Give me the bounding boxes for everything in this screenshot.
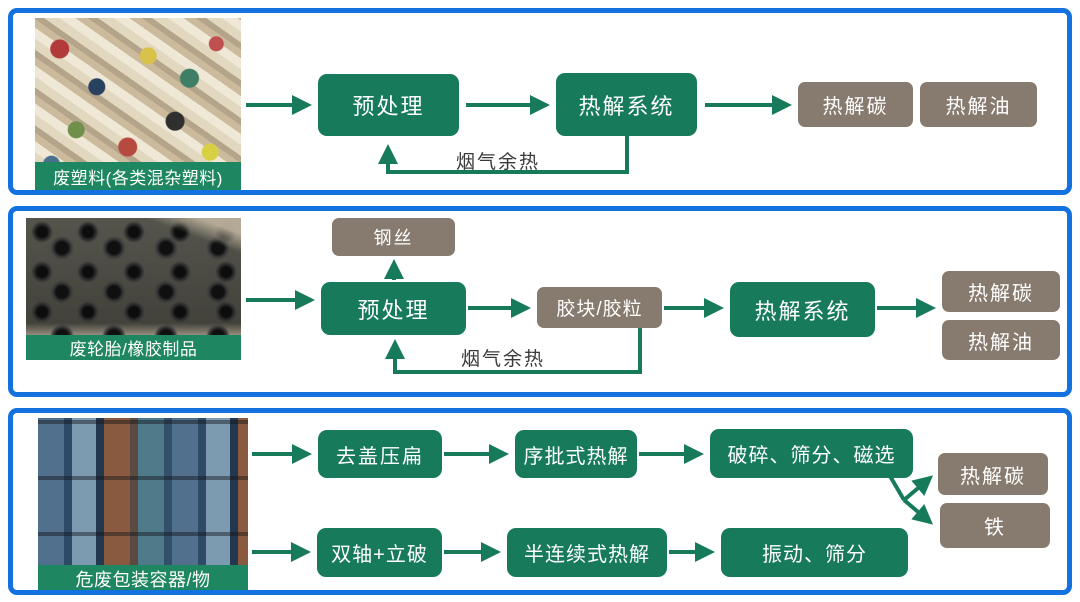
output-pyrolysis-oil: 热解油	[920, 82, 1037, 127]
dual-shaft-crusher-node: 双轴+立破	[317, 528, 442, 577]
arrow-to-carbon	[902, 475, 934, 502]
panel-waste-tires: 废轮胎/橡胶制品 钢丝 预处理 胶块/胶粒 热解系统 热解碳 热解油 烟气余热	[8, 206, 1072, 397]
output-pyrolysis-oil: 热解油	[942, 320, 1060, 360]
batch-pyrolysis-node: 序批式热解	[515, 430, 637, 478]
photo-caption: 危废包装容器/物	[38, 565, 248, 592]
output-pyrolysis-carbon: 热解碳	[798, 82, 913, 127]
output-pyrolysis-carbon: 热解碳	[942, 271, 1060, 312]
output-steel-wire: 钢丝	[332, 218, 455, 256]
rubber-blocks-node: 胶块/胶粒	[537, 287, 662, 328]
pyrolysis-system-node: 热解系统	[556, 73, 697, 136]
waste-plastics-photo: 废塑料(各类混杂塑料)	[35, 18, 241, 190]
pretreatment-node: 预处理	[321, 282, 466, 335]
semicontinuous-pyrolysis-node: 半连续式热解	[507, 528, 667, 577]
output-pyrolysis-carbon: 热解碳	[938, 453, 1048, 495]
pyrolysis-system-node: 热解系统	[730, 282, 875, 337]
decap-flatten-node: 去盖压扁	[318, 430, 442, 478]
hazardous-containers-photo: 危废包装容器/物	[38, 418, 248, 592]
arrow-to-iron	[902, 498, 934, 525]
flue-gas-heat-label: 烟气余热	[460, 349, 545, 370]
vibration-screening-node: 振动、筛分	[721, 528, 908, 577]
panel-waste-plastics: 废塑料(各类混杂塑料) 预处理 热解系统 热解碳 热解油 烟气余热	[8, 8, 1072, 195]
flue-gas-heat-label: 烟气余热	[455, 152, 540, 173]
photo-caption: 废轮胎/橡胶制品	[26, 335, 241, 360]
arrow-outputs-stem	[888, 474, 906, 502]
photo-caption: 废塑料(各类混杂塑料)	[35, 162, 241, 190]
pretreatment-node: 预处理	[318, 74, 459, 136]
waste-tires-photo: 废轮胎/橡胶制品	[26, 218, 241, 360]
panel-hazardous-containers: 危废包装容器/物 去盖压扁 序批式热解 破碎、筛分、磁选 双轴+立破 半连续式热…	[8, 408, 1072, 595]
output-iron: 铁	[940, 503, 1050, 548]
crush-screen-magnet-node: 破碎、筛分、磁选	[710, 429, 913, 478]
